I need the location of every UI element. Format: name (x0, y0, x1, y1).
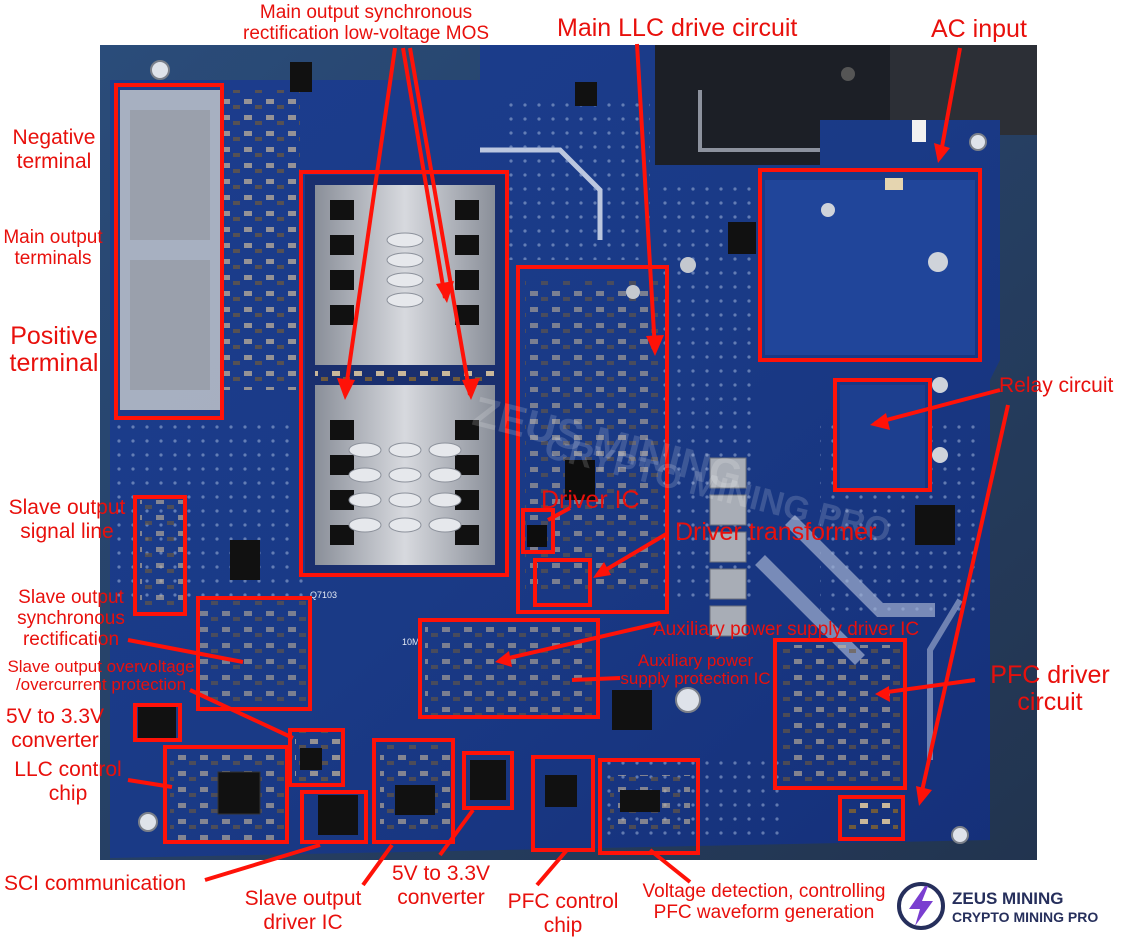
lightning-bolt-icon (897, 882, 945, 930)
box-main-sync-mos (299, 170, 509, 577)
logo-line1: ZEUS MINING (952, 889, 1064, 908)
label-negative-terminal: Negative terminal (12, 126, 96, 173)
label-driver-ic: Driver IC (541, 486, 640, 514)
label-pfc-driver: PFC driver circuit (990, 661, 1110, 716)
box-ac-input (758, 168, 982, 362)
label-slave-ovp: Slave output overvoltage /overcurrent pr… (7, 657, 195, 694)
svg-text:Q7103: Q7103 (310, 590, 337, 600)
box-slave-ovp (288, 728, 345, 787)
box-slave-signal (133, 495, 187, 616)
label-positive-terminal: Positive terminal (9, 322, 99, 377)
box-llc-control (163, 745, 289, 844)
annotation-arrows (127, 43, 1010, 887)
svg-text:10M: 10M (402, 637, 420, 647)
label-aux-protection-ic: Auxiliary power supply protection IC (620, 651, 771, 688)
label-relay-circuit: Relay circuit (999, 374, 1114, 397)
label-slave-driver-ic: Slave output driver IC (244, 887, 362, 934)
box-pfc-driver (773, 638, 907, 790)
label-main-llc: Main LLC drive circuit (557, 14, 798, 42)
label-slave-sync-rect: Slave output synchronous rectification (17, 587, 125, 650)
label-voltage-detection: Voltage detection, controlling PFC wavef… (642, 881, 886, 923)
label-driver-transformer: Driver transformer (675, 518, 877, 546)
box-pfc-control (531, 755, 595, 852)
label-converter-left: 5V to 3.3V converter (5, 705, 105, 752)
box-converter-left (133, 703, 182, 742)
arrow-heads (337, 143, 950, 806)
label-llc-control-chip: LLC control chip (14, 758, 122, 805)
label-converter-bottom: 5V to 3.3V converter (391, 862, 491, 909)
box-sci (300, 790, 368, 844)
label-sci-communication: SCI communication (4, 872, 187, 895)
box-voltage-detection (598, 758, 700, 855)
label-pfc-control-chip: PFC control chip (507, 890, 619, 937)
box-output-terminals (114, 83, 224, 420)
logo-line2: CRYPTO MINING PRO (952, 909, 1099, 925)
box-converter-bottom (462, 751, 514, 810)
box-driver-transformer (533, 558, 592, 607)
annotation-boxes (114, 83, 982, 855)
box-aux-driver (418, 618, 600, 719)
label-main-output-terminals: Main output terminals (3, 227, 103, 269)
label-slave-signal-line: Slave output signal line (8, 496, 126, 543)
box-slave-driver (372, 738, 455, 844)
box-llc-drive (516, 265, 669, 614)
label-main-output-sync: Main output synchronous rectification lo… (243, 2, 490, 44)
label-aux-driver-ic: Auxiliary power supply driver IC (653, 619, 920, 640)
box-relay (833, 378, 932, 492)
box-driver-ic (521, 508, 555, 554)
box-pfc-small (838, 795, 905, 841)
label-ac-input: AC input (931, 15, 1027, 43)
